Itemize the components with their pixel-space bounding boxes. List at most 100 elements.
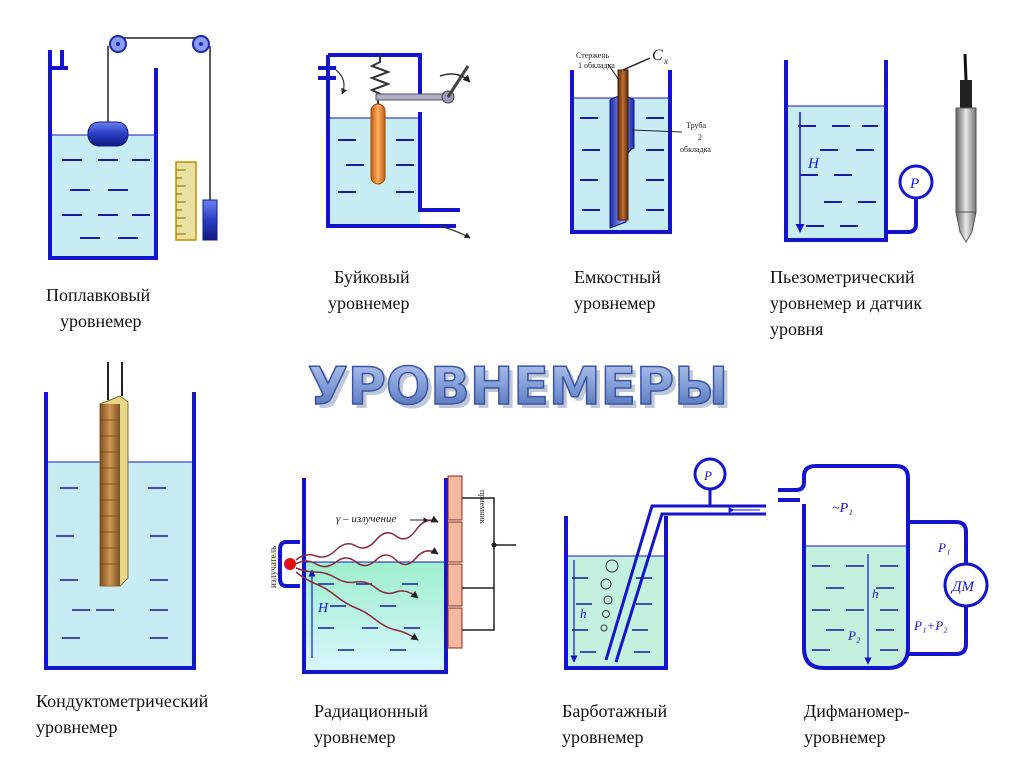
- caption-line: Дифманомер-: [804, 701, 910, 721]
- water-fill: [804, 546, 908, 668]
- lever: [375, 93, 447, 101]
- radiation-waves: [295, 515, 439, 641]
- caption-conductometric: Кондуктометрический уровнемер: [36, 688, 208, 740]
- emitter-source: [284, 558, 296, 570]
- caption-line: уровнемер: [314, 727, 396, 747]
- rod: [617, 69, 629, 221]
- rod-label: Стержень: [576, 51, 610, 60]
- water-fill: [786, 106, 886, 240]
- sensor-head: [960, 80, 972, 110]
- title-shadow: УРОВНЕМЕРЫ: [312, 361, 732, 421]
- h-label: h: [580, 606, 587, 621]
- receiver-label: приемник: [478, 490, 487, 524]
- diff-manometer: [943, 562, 989, 608]
- tube-label: Труба: [686, 121, 706, 130]
- level-dashes: [812, 565, 898, 651]
- tank-walls: [570, 70, 672, 234]
- displacer-gauge-icon: [318, 53, 471, 239]
- emitter-housing: [278, 540, 300, 588]
- title-text: УРОВНЕМЕРЫ: [308, 357, 728, 417]
- caption-bubbler: Барботажный уровнемер: [562, 698, 667, 750]
- piezometric-gauge-icon: H P: [784, 53, 977, 243]
- caption-line: уровнемер и датчик: [770, 293, 923, 313]
- rod-label-2: 1 обкладка: [578, 61, 615, 70]
- h-label: h: [872, 586, 879, 601]
- water-fill: [304, 562, 446, 672]
- spring: [369, 55, 391, 100]
- caption-radiation: Радиационный уровнемер: [314, 698, 428, 750]
- sensor-cable: [963, 53, 968, 81]
- caption-line: уровня: [770, 319, 824, 339]
- caption-line: Кондуктометрический: [36, 691, 209, 711]
- level-dashes: [580, 117, 664, 211]
- tank-walls: [778, 464, 968, 670]
- cx-label: C: [652, 47, 663, 64]
- h-label: H: [807, 156, 820, 172]
- electrode: [100, 404, 120, 586]
- level-dashes: [798, 125, 878, 227]
- level-dashes: [318, 583, 420, 651]
- pressure-gauge: [693, 457, 727, 491]
- page-title: УРОВНЕМЕРЫ УРОВНЕМЕРЫ: [307, 356, 732, 421]
- dip-tube: [604, 504, 766, 663]
- gamma-label: γ – излучение: [336, 513, 396, 525]
- radiation-gauge-icon: H γ – излучение излучатель приемник: [268, 475, 516, 674]
- receiver-array: [447, 475, 463, 649]
- tube-label-3: обкладка: [680, 145, 711, 154]
- sensor-body: [955, 107, 977, 213]
- level-dashes: [56, 487, 168, 639]
- tank-walls: [302, 478, 448, 674]
- p1p2-label: P₁+P₂: [913, 618, 948, 633]
- caption-float: Поплавковый уровнемер: [46, 282, 150, 334]
- h-label: H: [317, 601, 329, 616]
- caption-diffmanometer: Дифманомер- уровнемер: [804, 698, 910, 750]
- cx-sub: x: [663, 56, 668, 66]
- level-dashes: [338, 139, 414, 193]
- tube-label-2: 2: [698, 133, 702, 142]
- level-dashes: [572, 577, 652, 653]
- caption-line: Емкостный: [574, 267, 661, 287]
- pressure-gauge: [898, 164, 934, 200]
- counterweight: [202, 199, 218, 241]
- level-dashes: [62, 159, 150, 239]
- water-fill: [566, 556, 666, 668]
- bubbler-gauge-icon: h P: [564, 457, 766, 670]
- dm-label: ДМ: [950, 579, 976, 595]
- bubbles: [600, 559, 619, 632]
- caption-capacitive: Емкостный уровнемер: [574, 264, 661, 316]
- caption-line: уровнемер: [574, 293, 656, 313]
- displacer: [370, 103, 386, 185]
- caption-piezometric: Пьезометрический уровнемер и датчик уров…: [770, 264, 922, 342]
- caption-line: Барботажный: [562, 701, 668, 721]
- caption-line: уровнемер: [328, 293, 410, 313]
- caption-line: уровнемер: [36, 717, 118, 737]
- caption-line: Пьезометрический: [770, 267, 915, 287]
- receiver-wiring: [462, 497, 516, 631]
- tank-walls: [784, 60, 888, 242]
- p2-label: P₂: [847, 628, 861, 643]
- tank-walls: [564, 516, 668, 670]
- float: [87, 121, 129, 147]
- caption-line: Буйковый: [334, 267, 410, 287]
- tank-walls: [44, 392, 196, 670]
- emitter-label: излучатель: [268, 546, 278, 588]
- p1-top-label: ~P₁: [832, 501, 853, 516]
- p-label: P: [703, 468, 712, 483]
- caption-line: уровнемер: [562, 727, 644, 747]
- caption-line: уровнемер: [804, 727, 886, 747]
- tank-walls: [318, 53, 460, 228]
- scale: [175, 161, 197, 241]
- tank-walls: [48, 50, 158, 260]
- caption-displacer: Буйковый уровнемер: [328, 264, 410, 316]
- float-gauge-icon: [48, 35, 218, 260]
- capacitive-gauge-icon: Стержень 1 обкладка C x Труба 2 обкладка: [570, 47, 711, 234]
- p1-label: P₁: [937, 540, 950, 555]
- water-fill: [50, 135, 156, 257]
- caption-line: Поплавковый: [46, 285, 151, 305]
- conductometric-gauge-icon: [44, 362, 196, 670]
- diffmanometer-gauge-icon: h P₂ ~P₁ P₁ ДМ P₁+P₂: [778, 464, 989, 670]
- caption-line: уровнемер: [60, 311, 142, 331]
- p-label: P: [909, 176, 919, 192]
- caption-line: Радиационный: [314, 701, 429, 721]
